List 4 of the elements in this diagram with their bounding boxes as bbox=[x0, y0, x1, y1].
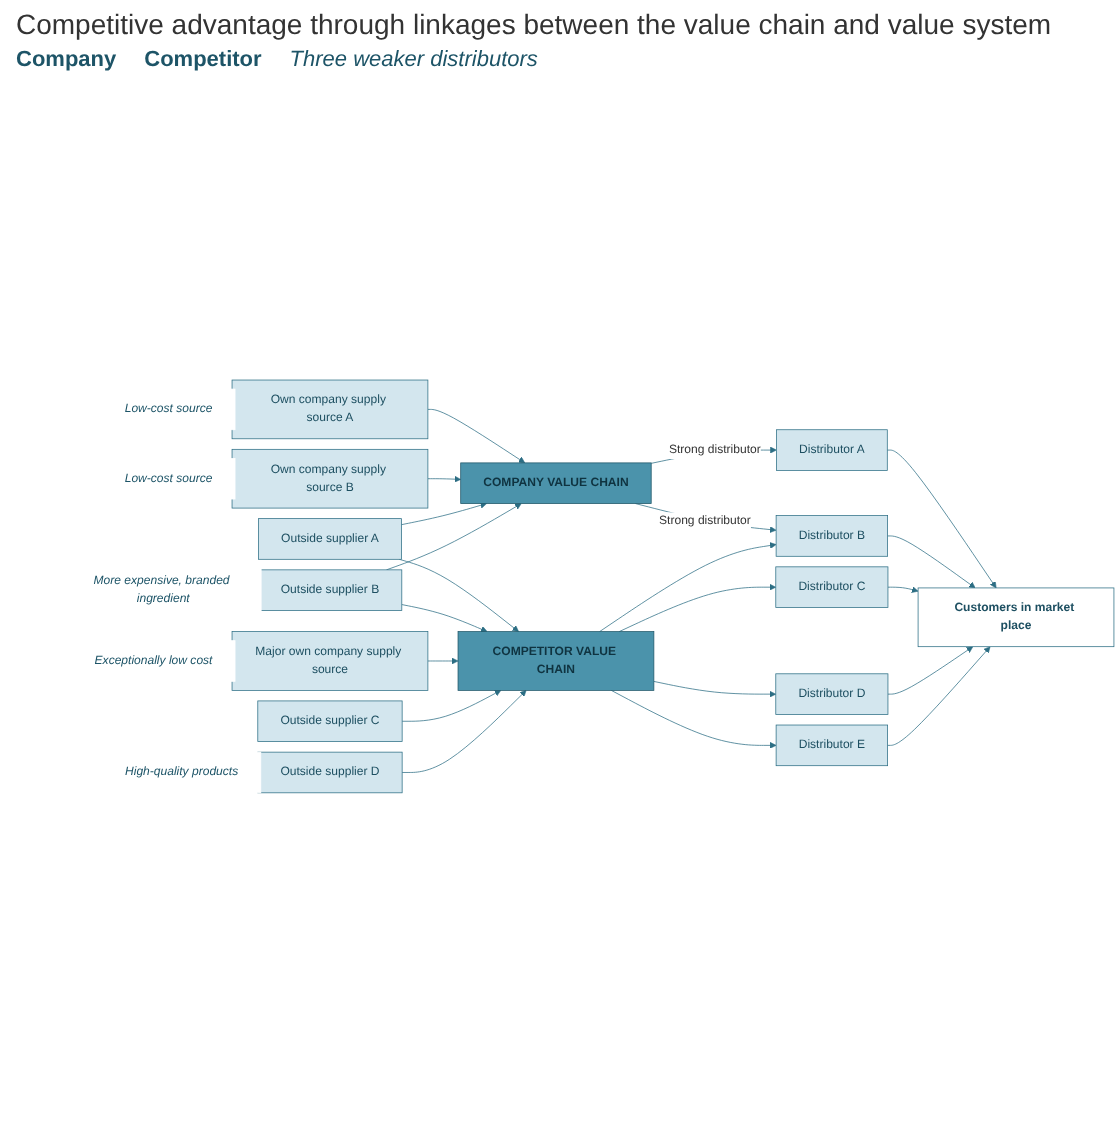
note: Three weaker distributors bbox=[289, 48, 538, 72]
section-heading: Competitor bbox=[144, 48, 262, 72]
diagram-title: Competitive advantage through linkages between the value chain and value system bbox=[16, 8, 1054, 40]
section-heading: Company bbox=[16, 48, 117, 72]
